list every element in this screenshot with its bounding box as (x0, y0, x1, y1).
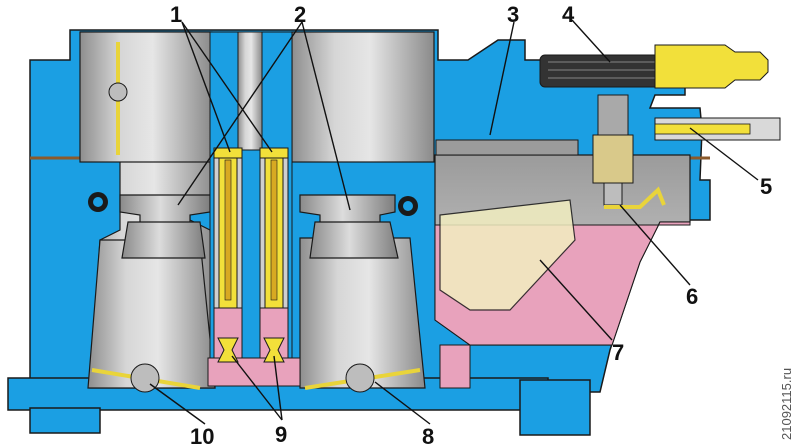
fuel-return-fitting (654, 117, 781, 141)
callout-labels: 1 2 3 4 5 6 7 8 9 10 (170, 2, 772, 448)
secondary-bore (291, 31, 435, 389)
callout-7: 7 (612, 340, 624, 365)
primary-bore (79, 31, 216, 389)
main-fuel-jets (217, 337, 285, 363)
callout-5: 5 (760, 174, 772, 199)
callout-1: 1 (170, 2, 182, 27)
callout-6: 6 (686, 284, 698, 309)
leader-lines (149, 19, 759, 425)
air-jets (88, 192, 418, 216)
needle-valve (592, 94, 666, 209)
callout-8: 8 (422, 424, 434, 448)
callout-10: 10 (190, 424, 214, 448)
fuel-inlet-fitting (654, 44, 769, 89)
throttle-valves (91, 363, 421, 393)
float-chamber (434, 139, 691, 389)
callout-3: 3 (507, 2, 519, 27)
callout-2: 2 (294, 2, 306, 27)
callout-9: 9 (275, 422, 287, 447)
emulsion-tubes (213, 147, 289, 309)
watermark: 21092115.ru (779, 368, 794, 440)
callout-4: 4 (562, 2, 575, 27)
